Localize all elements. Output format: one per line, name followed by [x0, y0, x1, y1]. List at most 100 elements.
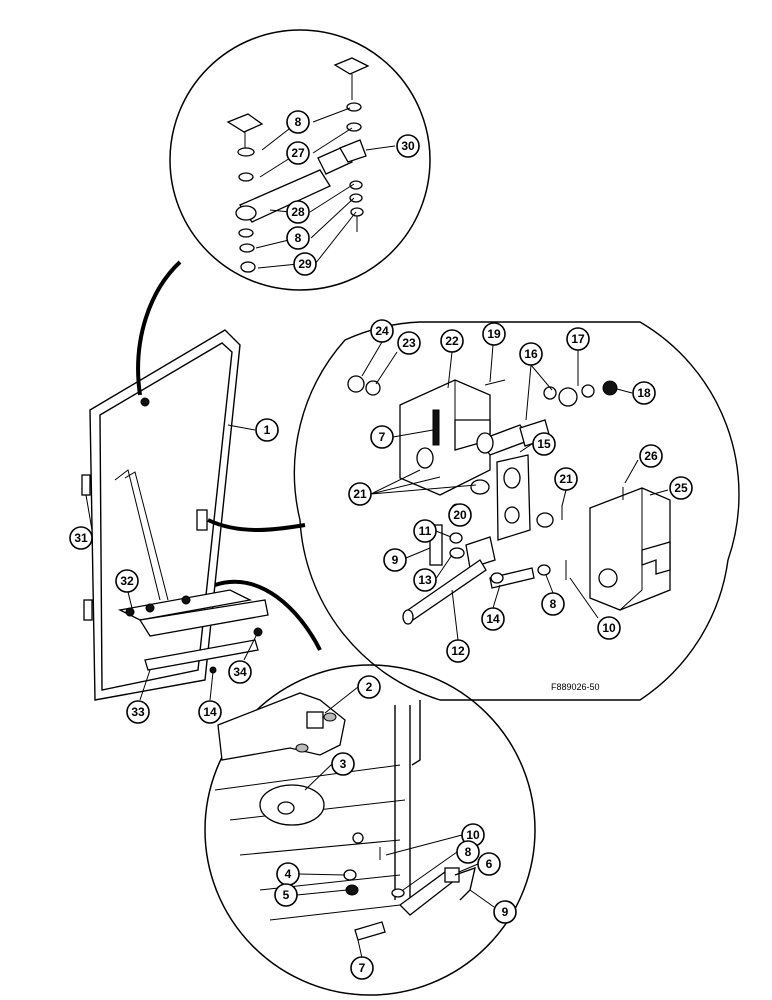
callout-number: 8	[295, 115, 302, 129]
callout-bubble: 19	[482, 322, 506, 346]
callout-bubble: 26	[639, 444, 663, 468]
latch-assembly	[347, 375, 671, 625]
callout-number: 2	[366, 680, 373, 694]
callout-number: 17	[571, 332, 585, 346]
callout-number: 6	[486, 857, 493, 871]
callout-number: 9	[392, 553, 399, 567]
callout-number: 33	[131, 705, 145, 719]
callout-bubble: 28	[286, 200, 310, 224]
callout-bubble: 7	[370, 425, 394, 449]
callout-bubble: 10	[597, 616, 621, 640]
callout-bubble: 20	[448, 503, 472, 527]
callout-bubble: 17	[566, 327, 590, 351]
latch-detail-circle	[293, 321, 740, 701]
callout-bubble: 27	[286, 141, 310, 165]
callout-bubble: 21	[348, 482, 372, 506]
callout-bubble: 14	[481, 607, 505, 631]
callout-number: 14	[203, 705, 217, 719]
callout-number: 28	[291, 205, 305, 219]
callout-bubble: 32	[115, 569, 139, 593]
callout-bubble: 18	[632, 381, 656, 405]
callout-number: 23	[402, 336, 416, 350]
callout-number: 24	[375, 324, 389, 338]
callout-bubble: 8	[541, 592, 565, 616]
callouts-latch-group: 24 23 22 19 16 17 18 7 15 21 21 20 26 25…	[348, 319, 693, 663]
callout-number: 13	[418, 573, 432, 587]
callout-number: 26	[644, 449, 658, 463]
callout-bubble: 29	[293, 252, 317, 276]
callout-bubble: 31	[69, 526, 93, 550]
callout-bubble: 7	[350, 956, 374, 980]
latch-leader-lines	[361, 341, 669, 641]
callout-number: 12	[451, 644, 465, 658]
callout-number: 10	[466, 828, 480, 842]
lower-leader-lines	[296, 686, 495, 959]
callout-number: 8	[550, 597, 557, 611]
callout-bubble: 30	[396, 134, 420, 158]
callout-number: 19	[487, 327, 501, 341]
callout-number: 10	[602, 621, 616, 635]
callout-number: 4	[285, 867, 292, 881]
door-frame	[81, 329, 269, 701]
callout-bubble: 4	[276, 862, 300, 886]
lower-handle-assembly	[214, 692, 476, 941]
callout-bubble: 15	[532, 432, 556, 456]
callout-bubble: 12	[446, 639, 470, 663]
callouts-upper-group: 8 27 30 28 8 29	[286, 110, 420, 276]
upper-leader-lines	[255, 107, 396, 269]
gas-strut-assembly	[226, 57, 370, 273]
callout-number: 15	[537, 437, 551, 451]
callout-number: 20	[453, 508, 467, 522]
callout-bubble: 23	[397, 331, 421, 355]
callouts-lower-group: 2 3 10 8 6 4 5 9 7	[274, 675, 517, 980]
callout-number: 5	[283, 888, 290, 902]
callout-bubble: 13	[413, 568, 437, 592]
upper-detail-circle	[169, 29, 431, 291]
callout-number: 8	[465, 845, 472, 859]
callout-number: 7	[359, 961, 366, 975]
callout-bubble: 8	[286, 226, 310, 250]
callout-bubble: 8	[456, 840, 480, 864]
callout-number: 31	[74, 531, 88, 545]
callout-number: 14	[486, 612, 500, 626]
callout-number: 18	[637, 386, 651, 400]
callout-bubble: 9	[493, 900, 517, 924]
callout-number: 3	[340, 757, 347, 771]
callout-number: 1	[264, 423, 271, 437]
door-leader-lines	[85, 424, 257, 701]
callout-number: 11	[419, 524, 432, 538]
connector-arc-upper	[136, 260, 182, 396]
callout-number: 8	[295, 231, 302, 245]
callout-bubble: 14	[198, 700, 222, 724]
callout-bubble: 1	[255, 418, 279, 442]
callout-number: 29	[298, 257, 312, 271]
callout-bubble: 21	[554, 467, 578, 491]
callout-number: 21	[559, 472, 573, 486]
callout-bubble: 33	[126, 700, 150, 724]
callout-bubble: 25	[669, 476, 693, 500]
callout-number: 30	[401, 139, 415, 153]
callout-bubble: 5	[274, 883, 298, 907]
callout-bubble: 2	[357, 675, 381, 699]
drawing-reference: F889026-50	[551, 682, 600, 692]
callout-bubble: 16	[519, 342, 543, 366]
callout-bubble: 6	[477, 852, 501, 876]
lower-detail-circle	[204, 664, 536, 996]
connector-arc-latch	[207, 518, 306, 532]
connector-arc-lower	[214, 579, 322, 651]
callout-number: 16	[524, 347, 538, 361]
callout-bubble: 22	[440, 329, 464, 353]
callout-number: 32	[120, 574, 134, 588]
callout-bubble: 24	[370, 319, 394, 343]
callout-bubble: 9	[383, 548, 407, 572]
callout-number: 7	[379, 430, 386, 444]
callout-bubble: 8	[286, 110, 310, 134]
callout-number: 25	[674, 481, 688, 495]
callout-bubble: 3	[331, 752, 355, 776]
callout-number: 34	[233, 665, 247, 679]
callout-bubble: 34	[228, 660, 252, 684]
callout-number: 22	[445, 334, 459, 348]
callout-number: 27	[291, 146, 305, 160]
